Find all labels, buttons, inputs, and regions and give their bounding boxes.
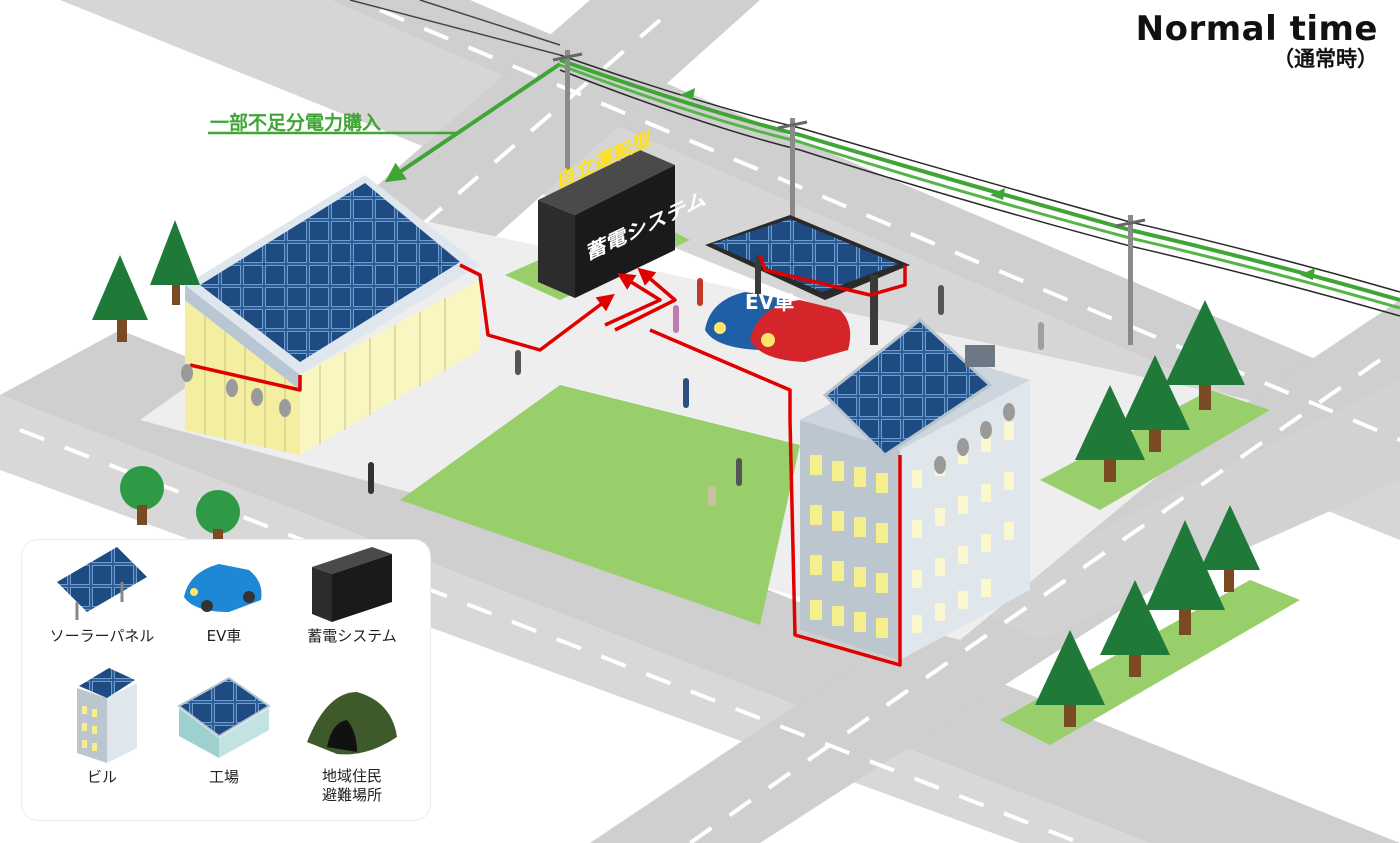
people — [368, 278, 1044, 506]
legend-item-factory: 工場 — [164, 658, 284, 787]
grid-purchase-label: 一部不足分電力購入 — [210, 112, 382, 134]
legend-label-factory: 工場 — [208, 768, 239, 786]
factory-building — [185, 175, 480, 455]
park-lawn — [400, 385, 800, 625]
storage-system — [538, 150, 675, 298]
carport — [705, 215, 910, 345]
ev-cars — [705, 292, 851, 362]
legend-panel: ソーラーパネル EV車 蓄電システム ビル 工場 — [22, 540, 430, 820]
legend-item-building: ビル — [42, 658, 162, 787]
storage-system-icon — [312, 547, 392, 622]
legend-label-storage: 蓄電システム — [307, 627, 397, 645]
utility-lines — [349, 0, 1400, 345]
legend-label-building: ビル — [86, 768, 117, 786]
mode-title-sub: （通常時） — [1273, 46, 1378, 71]
legend-item-shelter: 地域住民 避難場所 — [292, 672, 412, 805]
power-flow-lines — [189, 254, 907, 667]
ev-car-icon — [184, 564, 262, 612]
solar-panel-icon — [57, 547, 147, 620]
legend-label-shelter: 地域住民 避難場所 — [321, 767, 382, 804]
trees — [92, 220, 1260, 727]
legend-item-ev-car: EV車 — [164, 542, 284, 646]
legend-item-solar-panel: ソーラーパネル — [42, 542, 162, 646]
factory-icon — [177, 676, 271, 758]
legend-label-solar-panel: ソーラーパネル — [49, 627, 155, 645]
mode-title: Normal time （通常時） — [1135, 9, 1378, 71]
building-icon — [77, 668, 137, 763]
grid-purchase-arrow — [384, 62, 562, 183]
legend-label-ev-car: EV車 — [206, 627, 242, 645]
mode-title-main: Normal time — [1135, 9, 1378, 49]
office-building — [800, 318, 1030, 660]
ev-car-label: EV車 — [745, 290, 795, 314]
evacuation-tent-icon — [307, 692, 397, 755]
legend-item-storage: 蓄電システム — [292, 542, 412, 646]
grid-flow-arrows — [680, 88, 1315, 280]
light-fixtures — [181, 364, 1015, 474]
